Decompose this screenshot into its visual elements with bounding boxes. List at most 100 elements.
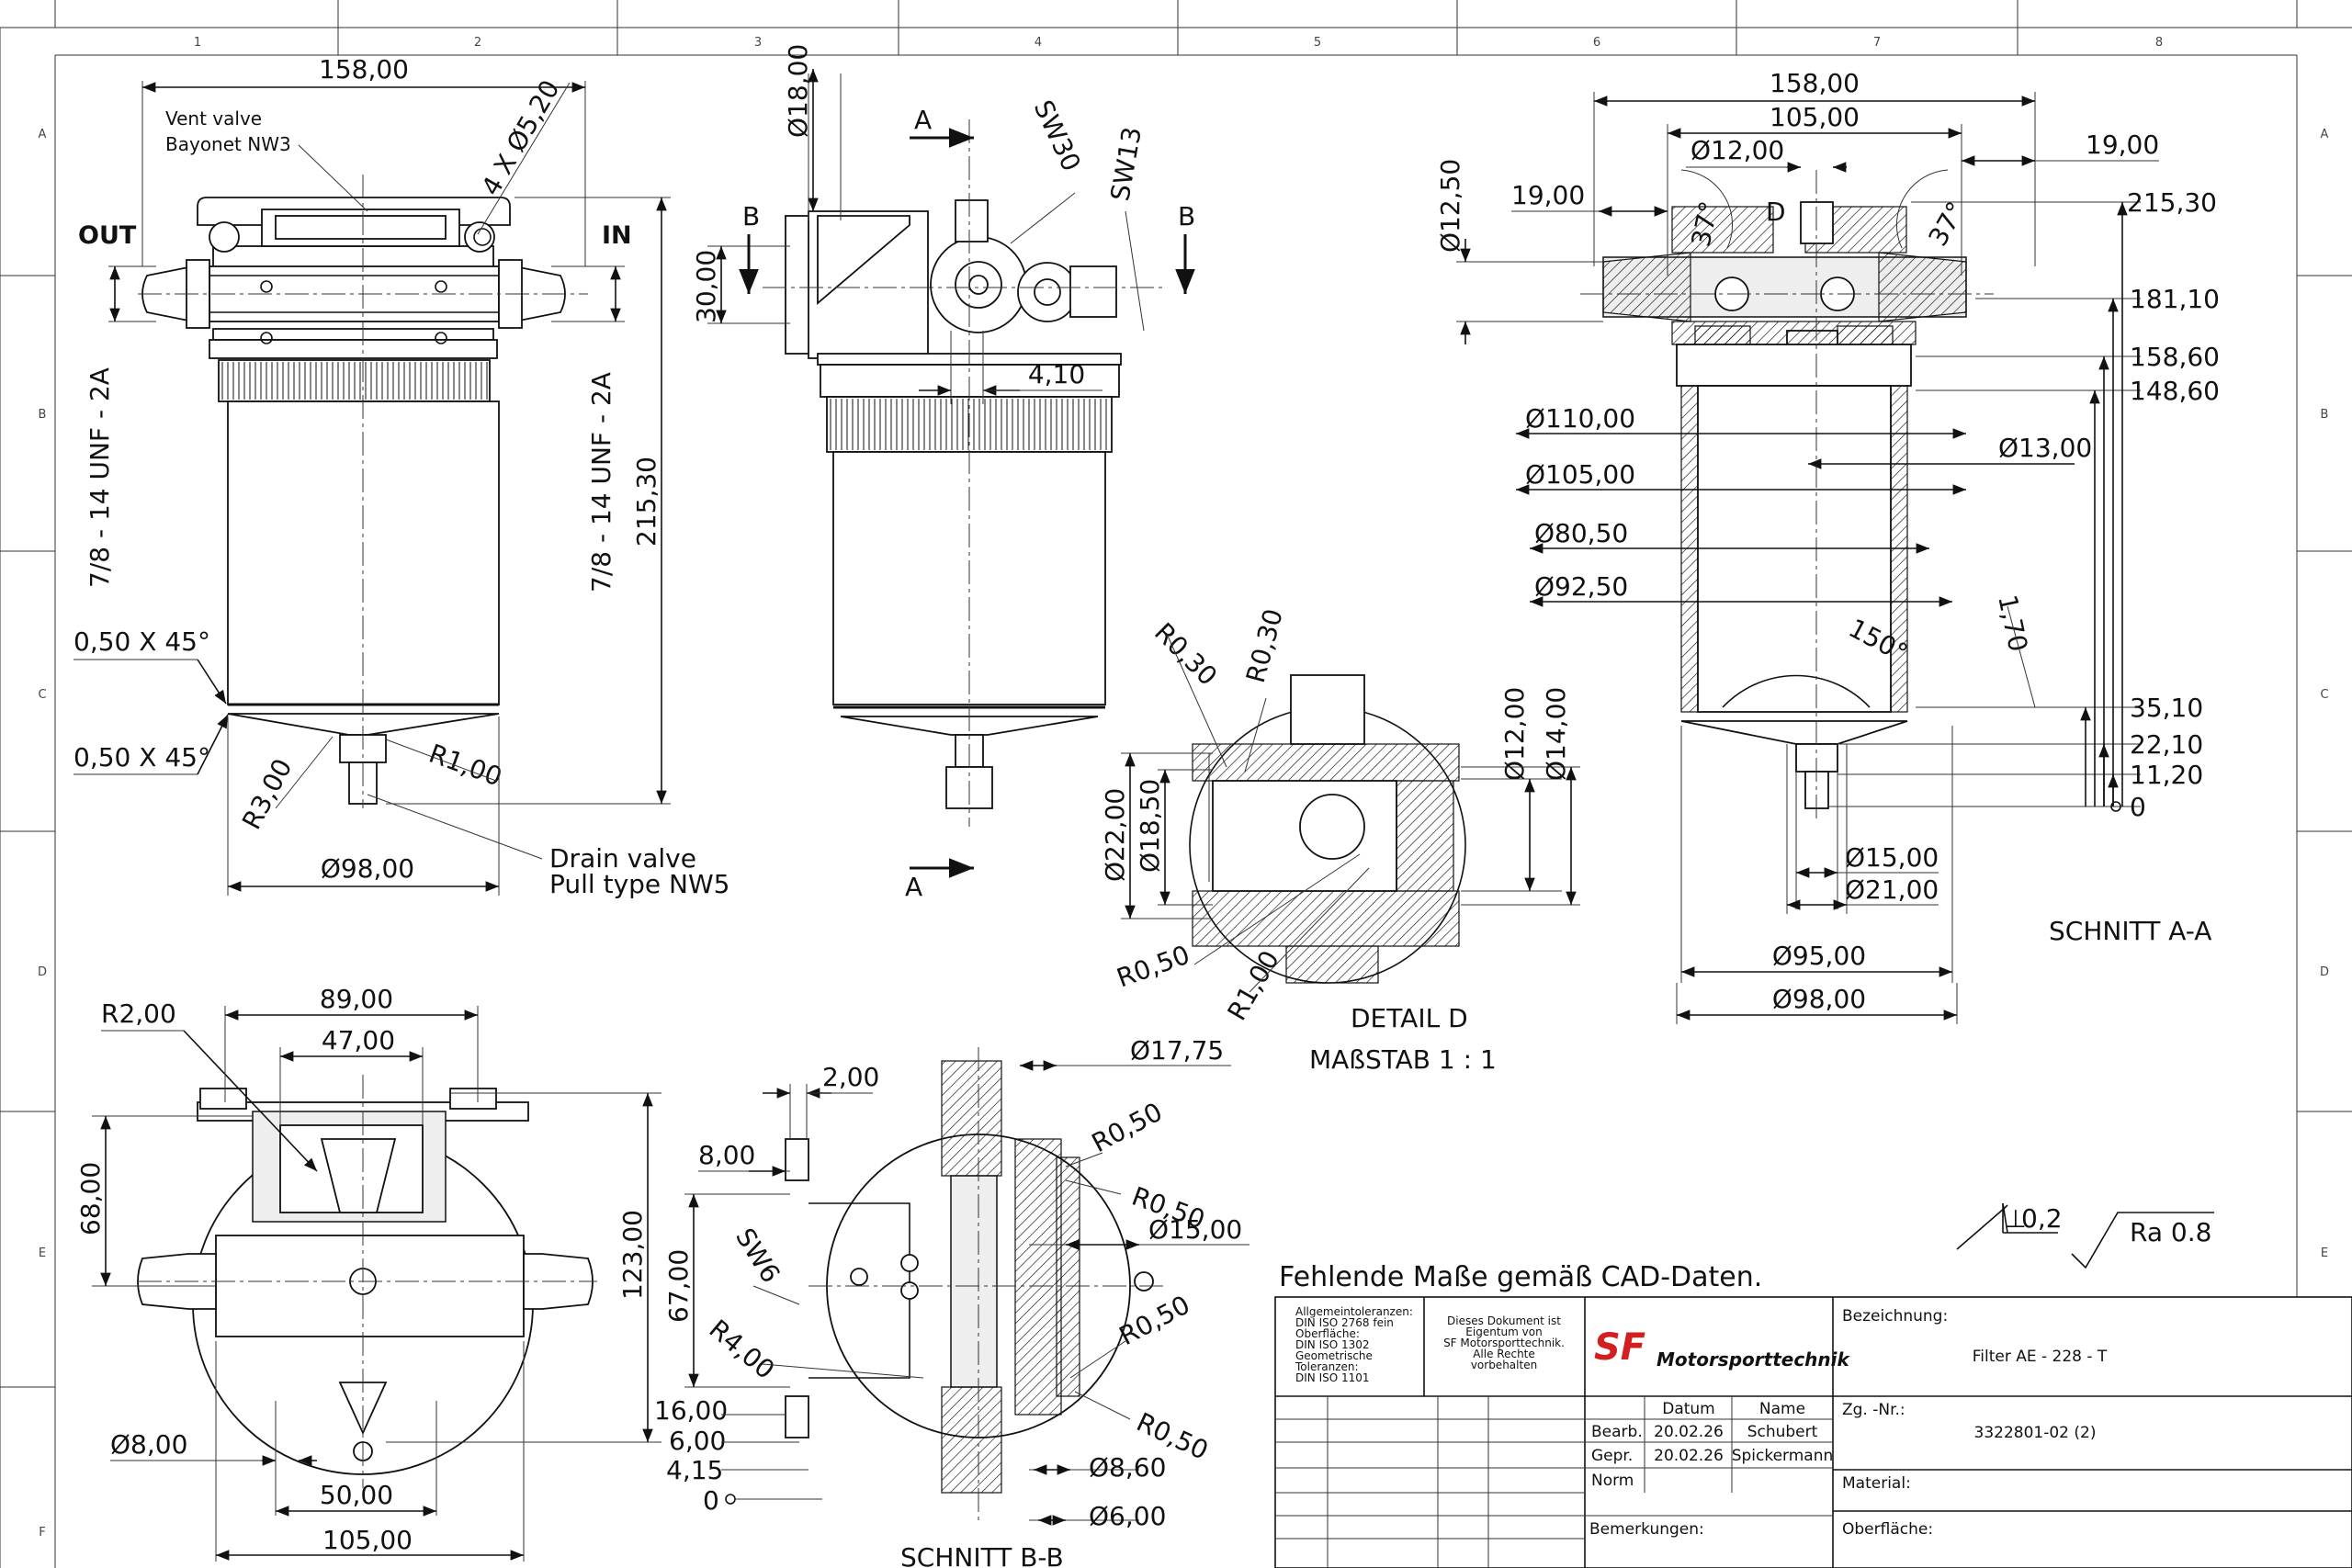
tol-line-6: Toleranzen: [1295, 1360, 1359, 1373]
tol-line-1: Allgemeintoleranzen: [1295, 1305, 1413, 1318]
section-b-right: B [1178, 201, 1195, 231]
side-view: Ø18,00 30,00 SW30 SW13 4,10 A A B B [691, 44, 1195, 902]
tol-line-5: Geometrische [1295, 1349, 1373, 1362]
aa-title: SCHNITT A-A [2049, 916, 2211, 946]
bemerkungen-label: Bemerkungen: [1589, 1520, 1704, 1539]
zone-col-7: 7 [1873, 36, 1881, 50]
bezeichnung-label: Bezeichnung: [1842, 1307, 1948, 1325]
drain-valve-label: Drain valve [549, 843, 696, 874]
detail-d22: Ø22,00 [1100, 788, 1130, 882]
tol-line-4: DIN ISO 1302 [1295, 1338, 1370, 1351]
aa-h18110: 181,10 [2130, 284, 2220, 314]
bezeichnung-value: Filter AE - 228 - T [1973, 1348, 2108, 1366]
bv-w105: 105,00 [322, 1525, 413, 1555]
aa-d13: Ø13,00 [1998, 433, 2092, 463]
zone-row-d: D [38, 965, 47, 979]
aa-d110: Ø110,00 [1525, 403, 1635, 434]
detail-d12: Ø12,00 [1499, 687, 1530, 781]
bb-w2: 2,00 [822, 1062, 879, 1092]
logo-text: Motorsporttechnik [1657, 1348, 1851, 1371]
zone-labels: 1 2 3 4 5 6 7 8 A B C D E F A B C D E [38, 36, 2329, 1540]
bb-w8: 8,00 [698, 1140, 755, 1170]
zone-row-c: C [38, 688, 46, 702]
chamfer-bottom: 0,50 X 45° [74, 742, 210, 773]
dim-side-d18: Ø18,00 [783, 44, 813, 138]
section-a-a: 158,00 105,00 Ø12,00 19,00 19,00 Ø12,50 … [1435, 68, 2220, 1024]
section-a-bottom: A [905, 872, 922, 902]
copyright-line-3: SF Motorsporttechnik. [1443, 1337, 1565, 1349]
aa-d15: Ø15,00 [1845, 842, 1939, 873]
bb-h6: 6,00 [669, 1426, 726, 1456]
detail-scale: MAßSTAB 1 : 1 [1309, 1044, 1497, 1075]
copyright-line-4: Alle Rechte [1473, 1348, 1535, 1360]
vent-bayonet-label: Bayonet NW3 [165, 133, 291, 155]
zone-row-c-right: C [2320, 688, 2328, 702]
row-gepr: Gepr. [1591, 1447, 1633, 1465]
aa-d105: Ø105,00 [1525, 459, 1635, 490]
bb-d1775: Ø17,75 [1130, 1035, 1224, 1066]
bv-w50: 50,00 [320, 1480, 393, 1510]
side-knurl [830, 399, 1107, 450]
zone-col-3: 3 [754, 36, 762, 50]
col-name: Name [1759, 1400, 1805, 1418]
company-logo: SF Motorsporttechnik [1594, 1326, 1851, 1371]
bb-h67: 67,00 [663, 1249, 694, 1323]
detail-d1850: Ø18,50 [1135, 779, 1165, 873]
title-block: Allgemeintoleranzen: DIN ISO 2768 fein O… [1274, 1296, 2352, 1568]
dim-side-w410: 4,10 [1028, 359, 1085, 389]
zg-label: Zg. -Nr.: [1842, 1401, 1905, 1419]
front-knurl [221, 362, 488, 400]
dim-thread-left: 7/8 - 14 UNF - 2A [85, 367, 115, 588]
note-missing-dimensions: Fehlende Maße gemäß CAD-Daten. [1279, 1261, 1762, 1293]
gepr-name: Spickermann [1732, 1447, 1834, 1465]
front-view: 158,00 Vent valve Bayonet NW3 4 X Ø5,20 … [74, 54, 730, 899]
aa-d8050: Ø80,50 [1534, 518, 1628, 548]
bv-d8: Ø8,00 [110, 1429, 187, 1460]
oberflaeche-label: Oberfläche: [1842, 1520, 1933, 1539]
copyright-line-1: Dieses Dokument ist [1447, 1314, 1561, 1327]
aa-d9250: Ø92,50 [1534, 571, 1628, 602]
outlet-label: OUT [78, 221, 137, 250]
aa-w19-left: 19,00 [1511, 180, 1585, 210]
aa-h15860: 158,60 [2130, 342, 2220, 372]
flatness-value: 0,2 [2021, 1203, 2063, 1234]
chamfer-top: 0,50 X 45° [74, 626, 210, 657]
aa-label-d: D [1766, 197, 1786, 227]
tol-line-3: Oberfläche: [1295, 1327, 1360, 1340]
detail-d14: Ø14,00 [1541, 687, 1571, 781]
drain-type-label: Pull type NW5 [549, 869, 730, 899]
bv-w47: 47,00 [322, 1025, 395, 1055]
aa-d98: Ø98,00 [1772, 984, 1866, 1014]
zone-col-1: 1 [194, 36, 201, 50]
zone-row-f: F [39, 1526, 45, 1540]
bb-title: SCHNITT B-B [900, 1542, 1064, 1568]
bottom-view: R2,00 89,00 47,00 68,00 123,00 Ø8,00 50,… [75, 984, 662, 1562]
zone-row-a: A [39, 128, 47, 141]
bb-d860: Ø8,60 [1089, 1452, 1166, 1483]
aa-w105: 105,00 [1770, 102, 1860, 132]
gepr-date: 20.02.26 [1654, 1447, 1724, 1465]
aa-w19-right: 19,00 [2086, 130, 2159, 160]
aa-h21530: 215,30 [2127, 187, 2217, 218]
zone-col-5: 5 [1314, 36, 1321, 50]
bv-h68: 68,00 [75, 1162, 106, 1235]
aa-d95: Ø95,00 [1772, 941, 1866, 971]
tol-line-2: DIN ISO 2768 fein [1295, 1316, 1394, 1329]
col-datum: Datum [1662, 1400, 1715, 1418]
bb-d6: Ø6,00 [1089, 1501, 1166, 1531]
row-norm: Norm [1591, 1472, 1634, 1490]
detail-title: DETAIL D [1351, 1003, 1468, 1033]
row-bearb: Bearb. [1591, 1423, 1643, 1441]
bb-h16: 16,00 [654, 1395, 728, 1426]
bb-d15: Ø15,00 [1148, 1214, 1242, 1245]
aa-d1250: Ø12,50 [1435, 159, 1465, 253]
section-b-left: B [742, 201, 760, 231]
aa-h0: 0 [2130, 792, 2146, 822]
bearb-name: Schubert [1747, 1423, 1818, 1441]
aa-d21: Ø21,00 [1845, 874, 1939, 905]
aa-d12: Ø12,00 [1690, 135, 1784, 165]
dim-front-bowl-dia: Ø98,00 [321, 853, 414, 884]
aa-h2210: 22,10 [2130, 729, 2203, 760]
vent-valve-label: Vent valve [165, 107, 262, 130]
aa-w158: 158,00 [1770, 68, 1860, 98]
